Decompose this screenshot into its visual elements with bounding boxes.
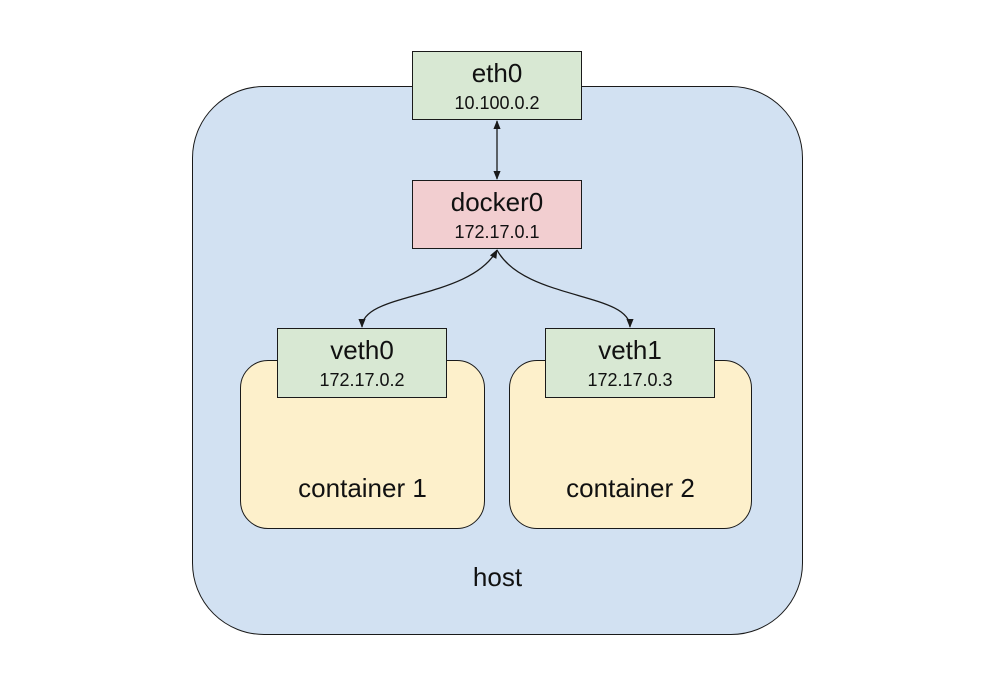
docker0-veth1-link (496, 249, 634, 328)
veth1-interface: veth1 172.17.0.3 (545, 328, 715, 398)
container-1-label: container 1 (298, 473, 427, 503)
container-2-label: container 2 (566, 473, 695, 503)
veth1-ip: 172.17.0.3 (587, 370, 673, 390)
veth1-name: veth1 (598, 335, 662, 365)
eth0-interface: eth0 10.100.0.2 (412, 51, 582, 120)
host-label: host (472, 562, 523, 592)
veth0-name: veth0 (330, 335, 394, 365)
veth0-ip: 172.17.0.2 (319, 370, 405, 390)
docker0-veth0-link (358, 249, 498, 328)
docker0-ip: 172.17.0.1 (454, 222, 540, 242)
eth0-name: eth0 (471, 58, 523, 88)
docker0-bridge: docker0 172.17.0.1 (412, 180, 582, 249)
docker0-name: docker0 (450, 187, 544, 217)
eth0-ip: 10.100.0.2 (454, 93, 540, 113)
veth0-interface: veth0 172.17.0.2 (277, 328, 447, 398)
